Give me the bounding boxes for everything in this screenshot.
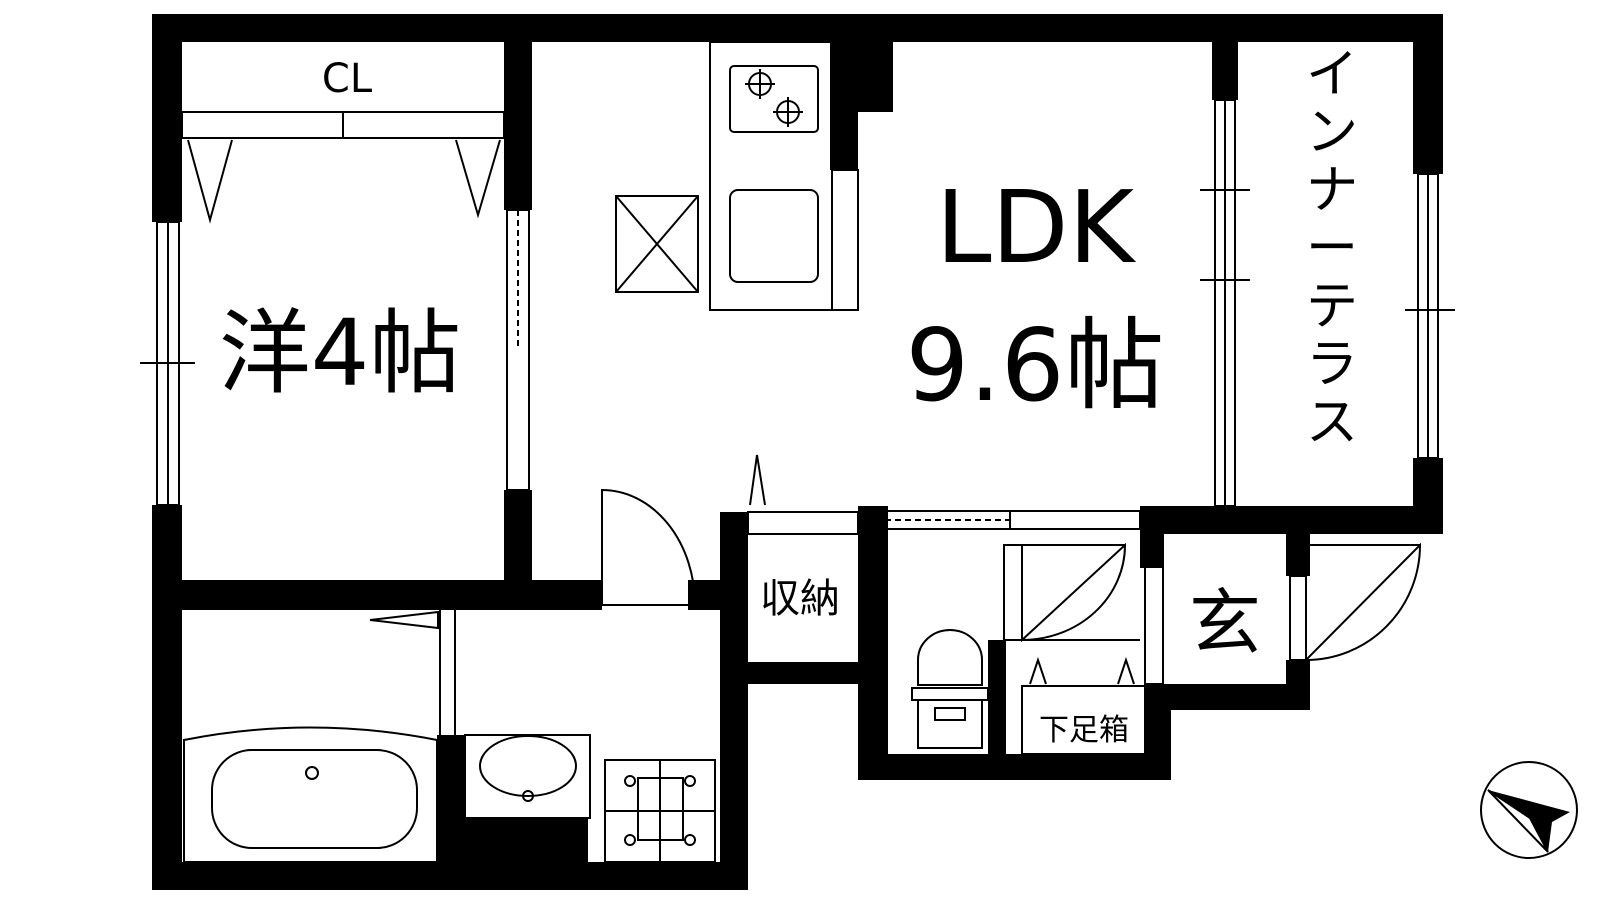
doors	[187, 139, 1422, 685]
washing-machine-icon	[604, 759, 716, 863]
refrigerator-icon	[615, 195, 699, 293]
ldk-label: LDK	[936, 169, 1137, 286]
fixtures	[183, 65, 989, 863]
north-arrow-icon	[1480, 761, 1578, 859]
door-entrance	[1305, 542, 1422, 663]
walls	[152, 14, 1443, 890]
wash-basin-icon	[464, 734, 591, 819]
labels: CL 洋4帖 LDK 9.6帖 インナーテラス 収納 玄 下足箱	[219, 45, 1358, 748]
closet-door-right	[455, 139, 501, 219]
western-room-label: 洋4帖	[219, 300, 462, 407]
stove-icon	[729, 65, 819, 133]
door-ldk-hall	[601, 488, 697, 606]
bathtub-icon	[183, 726, 438, 863]
door-toilet	[1021, 542, 1127, 643]
toilet-icon	[911, 629, 989, 749]
entrance-label: 玄	[1189, 581, 1261, 665]
closet-door-left	[187, 139, 233, 224]
shoe-box-label: 下足箱	[1039, 713, 1129, 748]
closet-label: CL	[322, 56, 373, 102]
ldk-size-label: 9.6帖	[905, 307, 1164, 424]
inner-terrace-label: インナーテラス	[1306, 45, 1358, 453]
storage-label: 収納	[760, 576, 840, 622]
kitchen-sink-icon	[729, 189, 819, 283]
